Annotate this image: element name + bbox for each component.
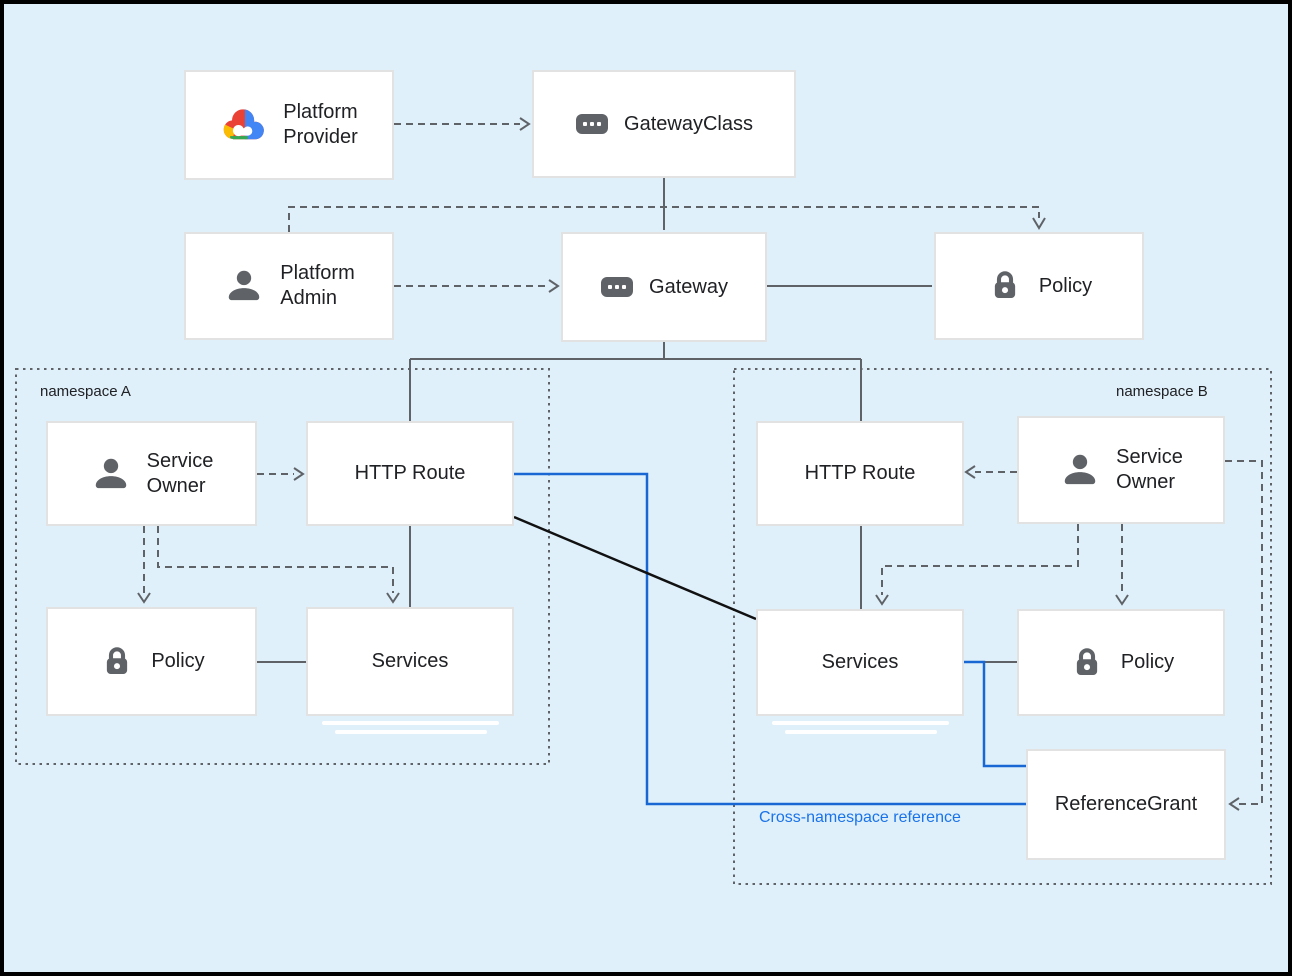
services-b-stack-line <box>785 730 937 734</box>
arrowhead <box>137 592 151 604</box>
node-label: Admin <box>280 287 337 309</box>
edge-servicesb-referencegrant-blue <box>964 660 1026 768</box>
arrowhead <box>1115 594 1129 606</box>
arrowhead <box>548 279 560 293</box>
node-platform-provider: Platform Provider <box>184 70 394 180</box>
person-icon <box>90 453 132 495</box>
node-platform-admin: Platform Admin <box>184 232 394 340</box>
resource-chip-icon <box>575 113 609 135</box>
lock-icon <box>986 267 1024 305</box>
node-label: ReferenceGrant <box>1054 793 1198 815</box>
node-services-a: Services <box>306 607 514 716</box>
edge-ownerb-referencegrant <box>1225 460 1263 805</box>
node-label: Services <box>371 650 449 672</box>
lock-icon <box>98 643 136 681</box>
arrowhead <box>386 592 400 604</box>
cross-namespace-reference-label: Cross-namespace reference <box>759 809 961 826</box>
node-label: Owner <box>146 474 206 497</box>
node-service-owner-a: Service Owner <box>46 421 257 526</box>
namespace-a-label: namespace A <box>40 383 131 400</box>
edge-httproutea-servicesb-black <box>513 515 757 621</box>
person-icon <box>223 265 265 307</box>
namespace-b-label: namespace B <box>1116 383 1208 400</box>
node-label: Policy <box>151 650 205 672</box>
namespace-b-border <box>733 368 1272 885</box>
node-label: GatewayClass <box>624 112 753 135</box>
person-icon <box>1059 449 1101 491</box>
node-label: Service <box>146 449 214 472</box>
node-gateway-class: GatewayClass <box>532 70 796 178</box>
edge-gateway-routes-trunk <box>409 341 862 609</box>
edge-admin-policy <box>288 206 1040 232</box>
arrowhead <box>875 594 889 606</box>
node-label: Owner <box>1116 471 1176 493</box>
node-label: Gateway <box>649 275 728 298</box>
edge-ownerb-servicesb <box>881 524 1079 595</box>
node-label: HTTP Route <box>804 462 916 484</box>
node-label: Platform <box>280 262 355 284</box>
node-label: Service <box>1116 446 1183 468</box>
arrowhead <box>293 467 305 481</box>
arrowhead <box>1032 217 1046 230</box>
services-a-stack-line <box>335 730 487 734</box>
node-policy-a: Policy <box>46 607 257 716</box>
arrowhead <box>964 465 976 479</box>
services-a-stack-line <box>322 721 499 725</box>
node-label: Policy <box>1038 274 1093 297</box>
node-label: Services <box>821 651 899 673</box>
node-label: Platform <box>283 101 358 123</box>
google-cloud-icon <box>220 105 268 145</box>
node-label: Policy <box>1120 651 1175 673</box>
node-http-route-a: HTTP Route <box>306 421 514 526</box>
arrowhead <box>519 117 531 131</box>
node-label: HTTP Route <box>354 462 466 484</box>
node-policy-b: Policy <box>1017 609 1225 716</box>
edge-httproutea-referencegrant-blue <box>514 472 1026 806</box>
edge-ownera-servicesa <box>157 526 394 593</box>
node-policy-top: Policy <box>934 232 1144 340</box>
node-service-owner-b: Service Owner <box>1017 416 1225 524</box>
services-b-stack-line <box>772 721 949 725</box>
node-label: Provider <box>283 126 358 148</box>
node-gateway: Gateway <box>561 232 767 342</box>
namespace-a-border <box>15 368 550 765</box>
arrowhead <box>1228 797 1240 811</box>
node-http-route-b: HTTP Route <box>756 421 964 526</box>
node-services-b: Services <box>756 609 964 716</box>
resource-chip-icon <box>600 276 634 298</box>
lock-icon <box>1068 644 1106 682</box>
node-reference-grant: ReferenceGrant <box>1026 749 1226 860</box>
connector-layer <box>15 117 1272 885</box>
